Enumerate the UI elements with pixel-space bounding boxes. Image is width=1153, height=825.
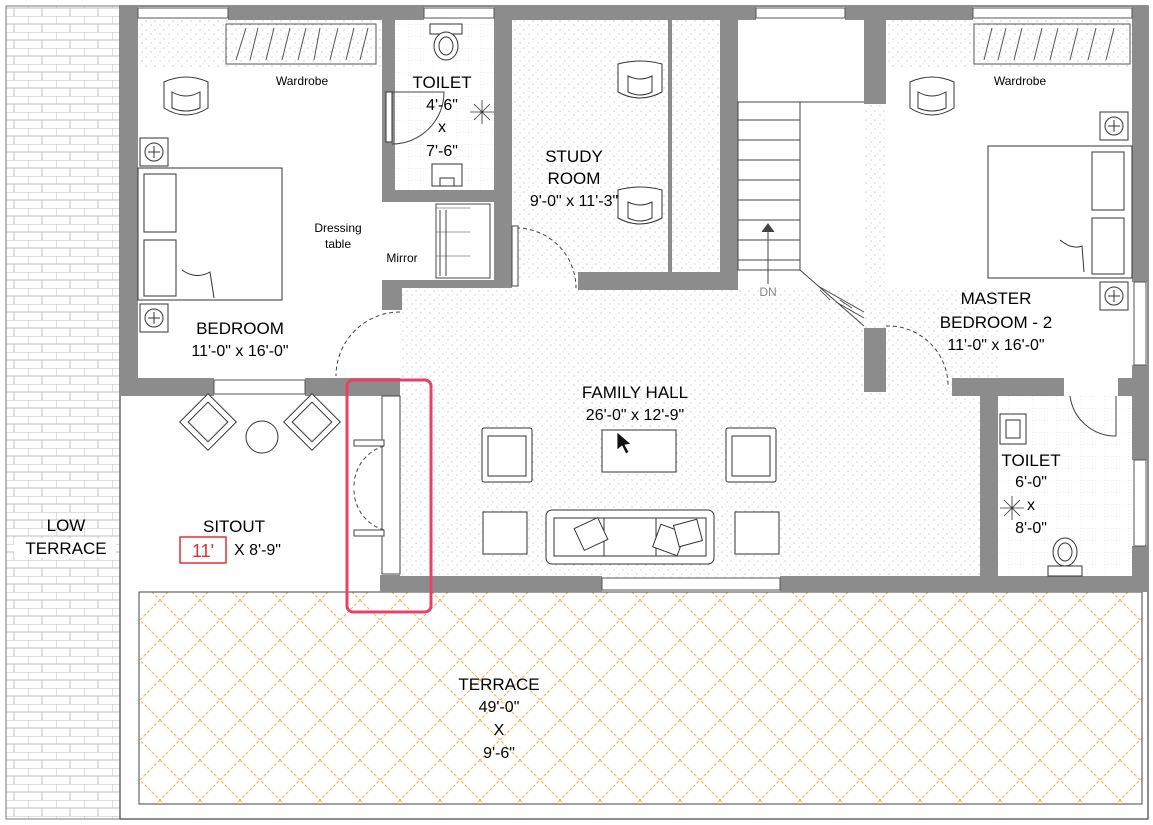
stair-dn-label: DN — [759, 285, 776, 299]
hall-armchair-left — [481, 427, 533, 483]
toilet-2-fixtures — [999, 413, 1083, 577]
cursor-icon — [616, 431, 632, 455]
toilet-1-dim-a: 4'-6" — [426, 97, 458, 114]
bedroom-door — [335, 311, 401, 377]
low-terrace-area — [5, 5, 121, 820]
sofa — [545, 509, 715, 565]
wardrobe-right-label: Wardrobe — [994, 74, 1047, 88]
study-chair-2 — [617, 186, 663, 225]
wardrobe-left-floor — [138, 20, 383, 68]
terrace-x: X — [494, 722, 505, 739]
right-corridor-floor — [864, 20, 886, 390]
toilet-2-door — [1069, 395, 1117, 437]
center-table — [601, 429, 677, 473]
sitout-door — [353, 395, 401, 575]
toilet-2-x: x — [1027, 497, 1035, 514]
study-title-1: STUDY — [545, 147, 603, 166]
master-title-1: MASTER — [961, 289, 1032, 308]
toilet-1-title: TOILET — [412, 73, 471, 92]
study-chair-1 — [617, 60, 663, 99]
hall-ottoman-right — [734, 511, 780, 555]
master-title-2: BEDROOM - 2 — [940, 313, 1052, 332]
bedroom-bed — [137, 167, 283, 301]
hall-armchair-right — [725, 427, 777, 483]
family-hall-size: 26'-0" x 12'-9" — [586, 407, 684, 424]
dressing-label-1: Dressing — [314, 221, 361, 235]
wardrobe-left — [225, 23, 377, 65]
low-terrace-label-2: TERRACE — [25, 539, 106, 558]
sitout-dim-box — [179, 536, 227, 564]
wardrobe-right — [973, 23, 1131, 65]
study-size: 9'-0" x 11'-3" — [530, 193, 618, 210]
terrace-area — [138, 591, 1143, 805]
toilet-1-dim-b: 7'-6" — [426, 143, 458, 160]
family-hall-title: FAMILY HALL — [582, 383, 688, 402]
dressing-label-2: table — [325, 237, 351, 251]
sitout-title: SITOUT — [203, 517, 265, 536]
toilet-2-dim-a: 6'-0" — [1015, 474, 1047, 491]
master-chair — [909, 76, 955, 116]
selection-highlight — [345, 378, 433, 614]
toilet-1-door — [391, 91, 445, 145]
hall-ottoman-left — [482, 511, 528, 555]
sitout-table — [245, 420, 279, 454]
master-door — [885, 325, 949, 389]
mirror-label: Mirror — [386, 251, 417, 265]
toilet-2-dim-b: 8'-0" — [1015, 520, 1047, 537]
master-size: 11'-0" x 16'-0" — [947, 337, 1044, 354]
sitout-chair-left — [179, 393, 237, 451]
windows — [137, 7, 1147, 591]
staircase — [737, 101, 865, 327]
dressing-area — [435, 203, 491, 279]
bedroom-title: BEDROOM — [196, 319, 284, 338]
sitout-dim-rest: X 8'-9" — [234, 542, 281, 559]
toilet-1-x: x — [438, 119, 446, 136]
low-terrace-label-1: LOW — [47, 516, 86, 535]
toilet-1-fixtures — [385, 23, 494, 187]
sitout-chair-right — [283, 393, 341, 451]
study-title-2: ROOM — [548, 169, 601, 188]
terrace-dim-a: 49'-0" — [479, 699, 520, 716]
master-bed — [987, 145, 1133, 279]
bedroom-chair — [163, 76, 209, 116]
wardrobe-right-floor — [888, 20, 1132, 68]
sitout-dim-highlight: 11' — [192, 541, 214, 561]
bedroom-size: 11'-0" x 16'-0" — [191, 343, 288, 360]
toilet-2-title: TOILET — [1001, 451, 1060, 470]
terrace-title: TERRACE — [458, 675, 539, 694]
walls — [120, 6, 1148, 592]
bedside-lamps — [139, 111, 1129, 333]
terrace-dim-b: 9'-6" — [483, 745, 515, 762]
wardrobe-left-label: Wardrobe — [276, 74, 329, 88]
